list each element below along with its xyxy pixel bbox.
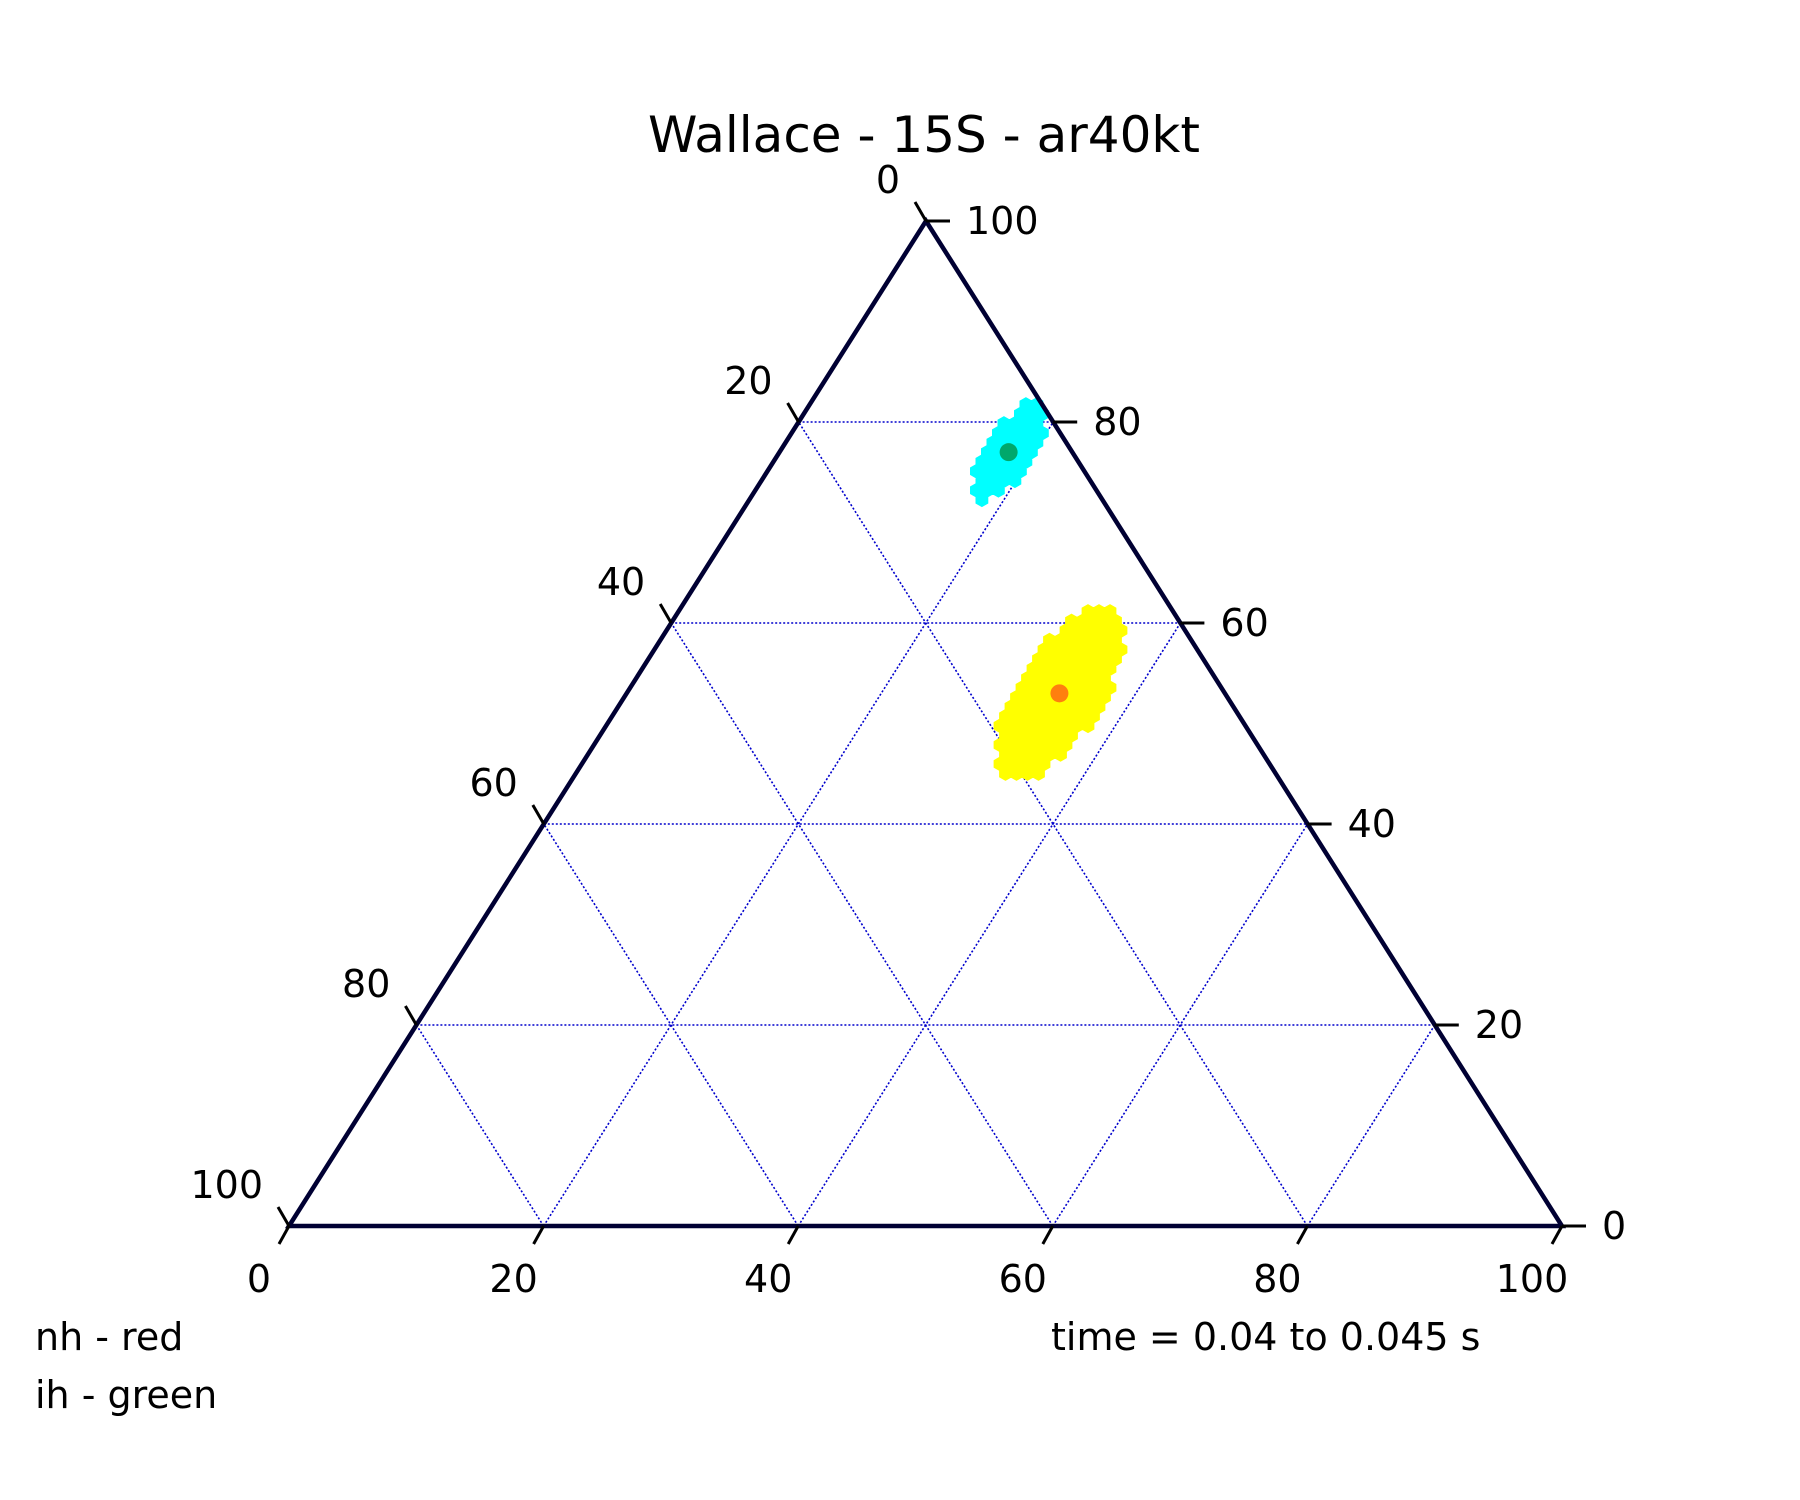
tick-label-bottom-80: 80 xyxy=(1253,1257,1301,1301)
tick-bottom-80 xyxy=(1296,1225,1309,1245)
tick-label-right-80: 80 xyxy=(1093,400,1141,444)
grid-line-l-80 xyxy=(415,1024,545,1227)
grid-line-b-40 xyxy=(797,622,1182,1227)
tick-left-40 xyxy=(658,603,673,624)
tick-label-left-40: 40 xyxy=(597,560,645,604)
tick-bottom-40 xyxy=(786,1225,800,1245)
triangle-frame xyxy=(284,216,1567,1229)
grid-line-l-20 xyxy=(797,421,1309,1227)
chart-title: Wallace - 15S - ar40kt xyxy=(648,106,1200,164)
tick-left-0 xyxy=(913,201,928,222)
tick-label-left-0: 0 xyxy=(876,158,900,202)
data-points xyxy=(999,443,1069,703)
legend-ih: ih - green xyxy=(35,1373,217,1417)
tick-bottom-20 xyxy=(532,1225,545,1245)
density-clouds xyxy=(970,397,1128,781)
grid-line-b-20 xyxy=(542,421,1054,1227)
tick-left-60 xyxy=(531,804,546,825)
grid-line-l-40 xyxy=(670,622,1054,1227)
tick-label-right-60: 60 xyxy=(1220,601,1268,645)
tick-label-bottom-40: 40 xyxy=(744,1257,792,1301)
tick-label-left-100: 100 xyxy=(190,1163,263,1207)
tick-label-bottom-60: 60 xyxy=(999,1257,1047,1301)
tick-label-bottom-20: 20 xyxy=(489,1257,537,1301)
tick-left-100 xyxy=(276,1206,291,1227)
grid-line-l-60 xyxy=(543,823,799,1227)
tick-label-left-20: 20 xyxy=(724,359,772,403)
grid-line-b-80 xyxy=(1306,1024,1436,1227)
tick-label-bottom-0: 0 xyxy=(247,1257,271,1301)
point-nh xyxy=(1050,684,1069,703)
tick-left-20 xyxy=(786,402,800,423)
tick-bottom-60 xyxy=(1041,1225,1055,1245)
tick-bottom-100 xyxy=(1550,1225,1564,1245)
tick-label-right-0: 0 xyxy=(1602,1204,1626,1248)
tick-label-right-40: 40 xyxy=(1348,802,1396,846)
tick-left-80 xyxy=(404,1005,418,1026)
time-annotation: time = 0.04 to 0.045 s xyxy=(1051,1315,1480,1359)
grid-lines xyxy=(415,421,1436,1227)
tick-label-left-80: 80 xyxy=(342,962,390,1006)
legend-nh: nh - red xyxy=(35,1315,183,1359)
grid-line-b-60 xyxy=(1052,823,1309,1227)
triangle-outline xyxy=(284,216,1567,1229)
point-ih xyxy=(999,443,1018,462)
tick-bottom-0 xyxy=(277,1225,291,1245)
axis-ticks: 0 0 0 20 20 20 40 40 40 60 60 60 80 80 80 100 100 100 xyxy=(190,158,1626,1301)
tick-label-bottom-100: 100 xyxy=(1496,1257,1569,1301)
tick-label-right-100: 100 xyxy=(966,199,1039,243)
tick-label-left-60: 60 xyxy=(469,761,517,805)
tick-label-right-20: 20 xyxy=(1475,1003,1523,1047)
